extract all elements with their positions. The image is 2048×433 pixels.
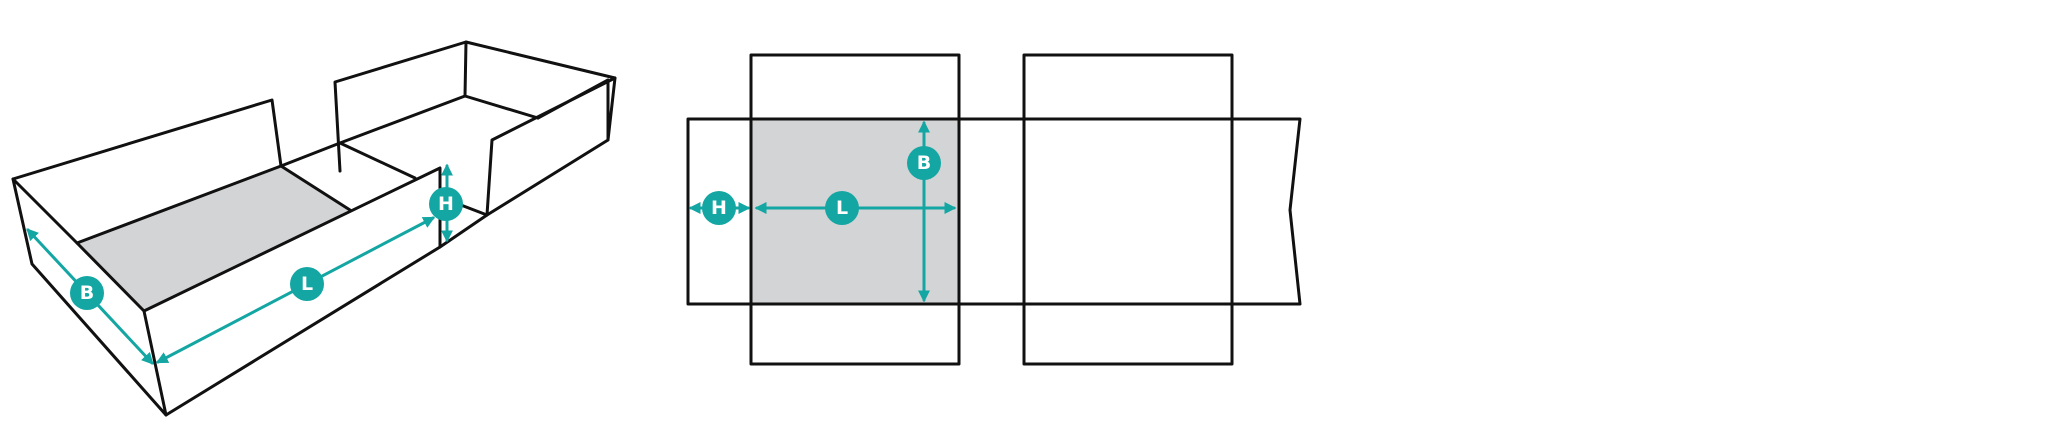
tray-dimension-h: H <box>429 163 463 243</box>
tray-l-label: L <box>301 273 313 295</box>
net-b-badge <box>907 146 941 180</box>
net-h-label: H <box>711 197 727 219</box>
net-main-band <box>686 117 1302 306</box>
h-label-badge <box>429 187 463 221</box>
net-b-label: B <box>917 152 931 174</box>
net-l-label: L <box>836 197 848 219</box>
net-h-badge <box>702 191 736 225</box>
net-dimension-b: B <box>907 120 941 303</box>
l-label-badge <box>290 267 324 301</box>
tray-dimension-b: B <box>26 228 154 365</box>
net-l-badge <box>825 191 859 225</box>
b-label-badge <box>70 276 104 310</box>
net-dimension-h: H <box>688 191 751 225</box>
tray-back-left-flap <box>11 98 283 181</box>
open-tray-3d-view <box>11 40 617 417</box>
tray-dimension-l: L <box>155 216 436 364</box>
tray-h-label: H <box>438 193 454 215</box>
tray-back-right-flap <box>333 40 617 173</box>
tray-b-label: B <box>80 282 94 304</box>
